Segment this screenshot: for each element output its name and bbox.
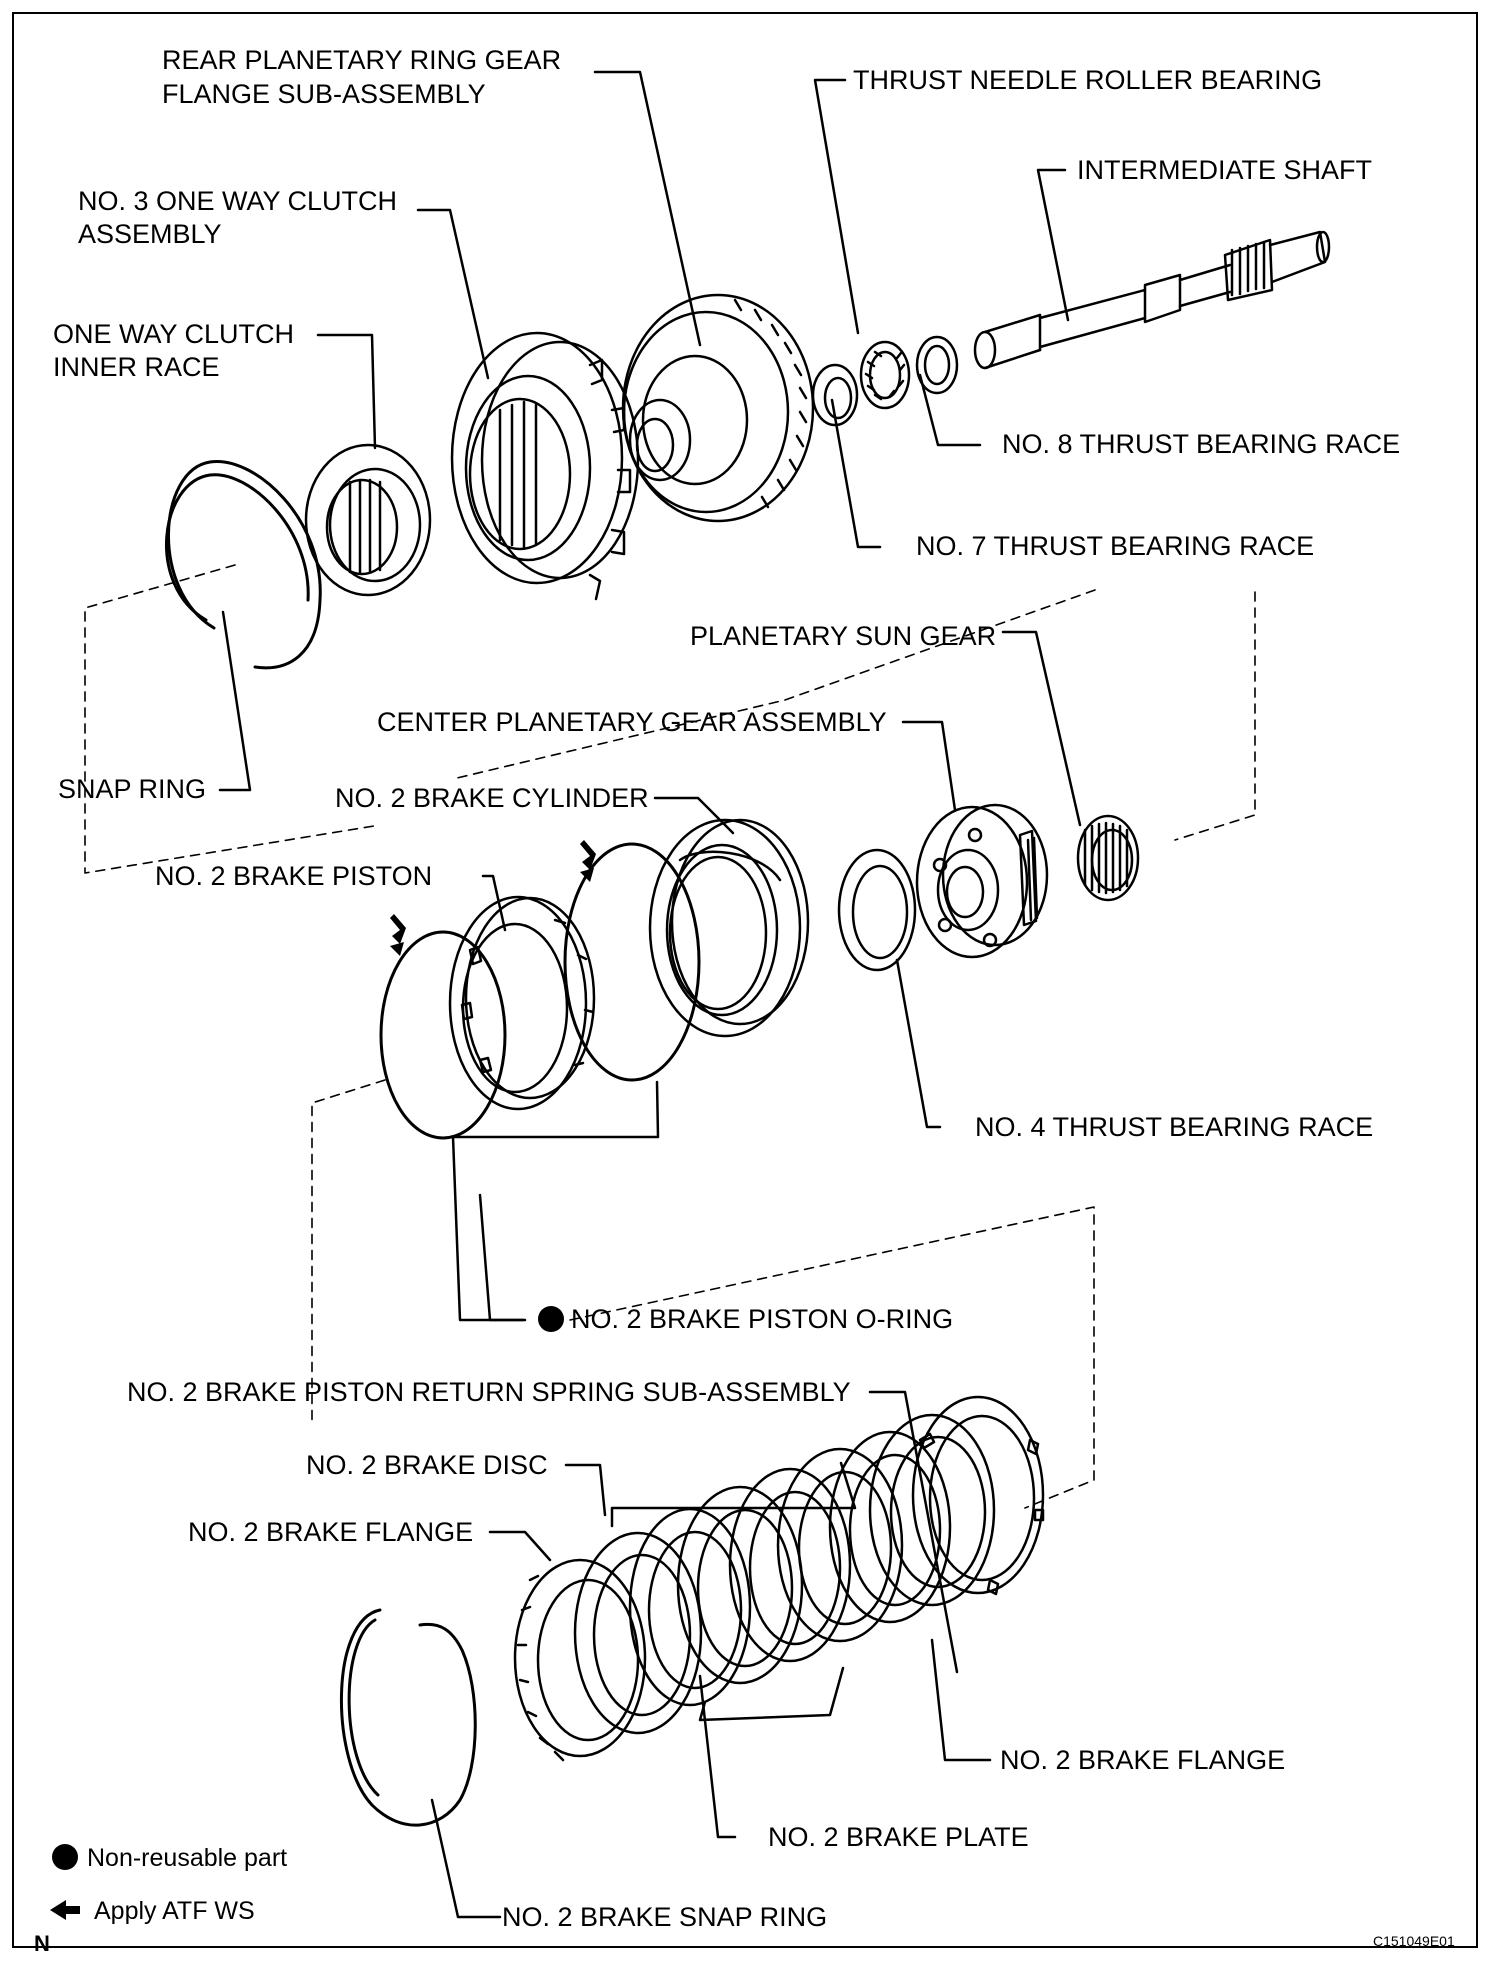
- no8-thrust-bearing-race: [915, 335, 959, 395]
- no2-brake-piston-o-ring-inner: [379, 930, 507, 1140]
- thrust-needle-roller-bearing: [859, 340, 911, 410]
- label-no7-thrust-bearing-race: NO. 7 THRUST BEARING RACE: [916, 531, 1315, 561]
- intermediate-shaft: [973, 230, 1331, 370]
- no2-brake-flange-right: [868, 1413, 996, 1607]
- diagram-frame: [12, 12, 1478, 1948]
- label-center-planetary-gear-assembly: CENTER PLANETARY GEAR ASSEMBLY: [377, 707, 887, 737]
- label-one-way-clutch-inner-race-line2: INNER RACE: [53, 352, 220, 382]
- label-rear-planetary-ring-gear-line2: FLANGE SUB-ASSEMBLY: [162, 79, 486, 109]
- label-no3-one-way-clutch-line2: ASSEMBLY: [78, 219, 222, 249]
- no3-one-way-clutch: [450, 331, 640, 601]
- no2-brake-piston-return-spring: [911, 1395, 1045, 1596]
- legend-non-reusable-part: Non-reusable part: [87, 1844, 288, 1872]
- label-no2-brake-snap-ring: NO. 2 BRAKE SNAP RING: [502, 1902, 828, 1932]
- non-reusable-marker: [538, 1306, 564, 1332]
- label-rear-planetary-ring-gear: REAR PLANETARY RING GEAR: [162, 45, 562, 75]
- no2-brake-piston-o-ring-outer: [563, 842, 701, 1082]
- center-planetary-gear-assembly: [915, 803, 1049, 959]
- label-no2-brake-cylinder: NO. 2 BRAKE CYLINDER: [335, 783, 649, 813]
- apply-atf-arrows: [390, 840, 596, 956]
- label-no2-brake-plate: NO. 2 BRAKE PLATE: [768, 1822, 1029, 1852]
- no4-thrust-bearing-race: [837, 848, 917, 972]
- dashed-alignment-lines: [84, 564, 1256, 1509]
- label-no2-brake-piston: NO. 2 BRAKE PISTON: [155, 861, 433, 891]
- no2-brake-piston: [448, 895, 596, 1111]
- figure-code: C151049E01: [1373, 1933, 1455, 1949]
- snap-ring-top: [164, 460, 322, 670]
- label-no4-thrust-bearing-race: NO. 4 THRUST BEARING RACE: [975, 1112, 1374, 1142]
- corner-mark: N: [34, 1931, 50, 1956]
- legend-apply-atf-ws: Apply ATF WS: [94, 1897, 255, 1925]
- label-no8-thrust-bearing-race: NO. 8 THRUST BEARING RACE: [1002, 429, 1401, 459]
- label-no2-brake-piston-return-spring: NO. 2 BRAKE PISTON RETURN SPRING SUB-ASS…: [127, 1377, 851, 1407]
- label-thrust-needle-roller-bearing: THRUST NEEDLE ROLLER BEARING: [853, 65, 1323, 95]
- planetary-sun-gear: [1076, 814, 1140, 902]
- no2-brake-snap-ring: [340, 1608, 477, 1827]
- label-intermediate-shaft: INTERMEDIATE SHAFT: [1077, 155, 1373, 185]
- legend-symbols: [50, 1844, 80, 1920]
- label-no2-brake-flange-right: NO. 2 BRAKE FLANGE: [1000, 1745, 1286, 1775]
- label-no2-brake-disc: NO. 2 BRAKE DISC: [306, 1450, 548, 1480]
- no7-thrust-bearing-race: [811, 363, 859, 427]
- label-no2-brake-flange-left: NO. 2 BRAKE FLANGE: [188, 1517, 474, 1547]
- label-one-way-clutch-inner-race: ONE WAY CLUTCH: [53, 319, 295, 349]
- no2-brake-flange-left: [513, 1558, 647, 1762]
- one-way-clutch-inner-race: [304, 443, 432, 597]
- rear-planetary-ring-gear-flange: [621, 293, 815, 523]
- no2-brake-cylinder: [648, 818, 810, 1038]
- clutch-pack-discs-and-plates: [573, 1430, 952, 1735]
- leader-lines: [218, 70, 1082, 1919]
- label-no2-brake-piston-o-ring: NO. 2 BRAKE PISTON O-RING: [571, 1304, 954, 1334]
- label-planetary-sun-gear: PLANETARY SUN GEAR: [690, 621, 997, 651]
- label-no3-one-way-clutch: NO. 3 ONE WAY CLUTCH: [78, 186, 398, 216]
- label-snap-ring: SNAP RING: [58, 774, 207, 804]
